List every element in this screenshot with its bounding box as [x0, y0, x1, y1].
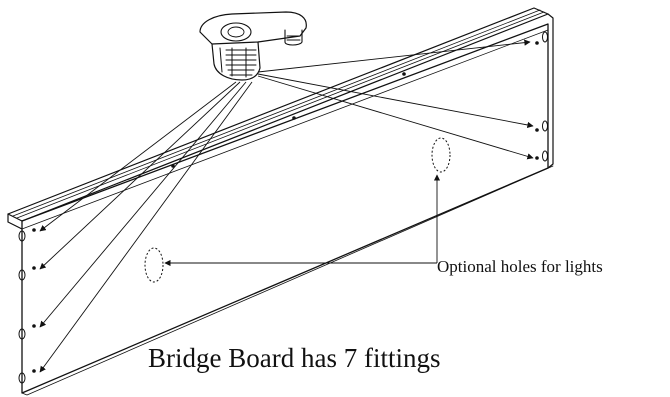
left-fitting-holes [18, 228, 36, 384]
light-hole-left [144, 247, 164, 283]
light-holes [144, 137, 451, 283]
light-hole-callout-arrows [164, 174, 441, 267]
light-hole-right [431, 137, 451, 173]
cam-lock-fitting-icon [199, 11, 307, 81]
fitting-arrows [39, 39, 534, 373]
callout-label: Optional holes for lights [437, 257, 603, 276]
bridge-board [7, 7, 554, 396]
diagram-caption: Bridge Board has 7 fittings [148, 343, 440, 373]
right-fitting-holes [535, 31, 548, 162]
edge-dowel-dots [171, 72, 406, 168]
